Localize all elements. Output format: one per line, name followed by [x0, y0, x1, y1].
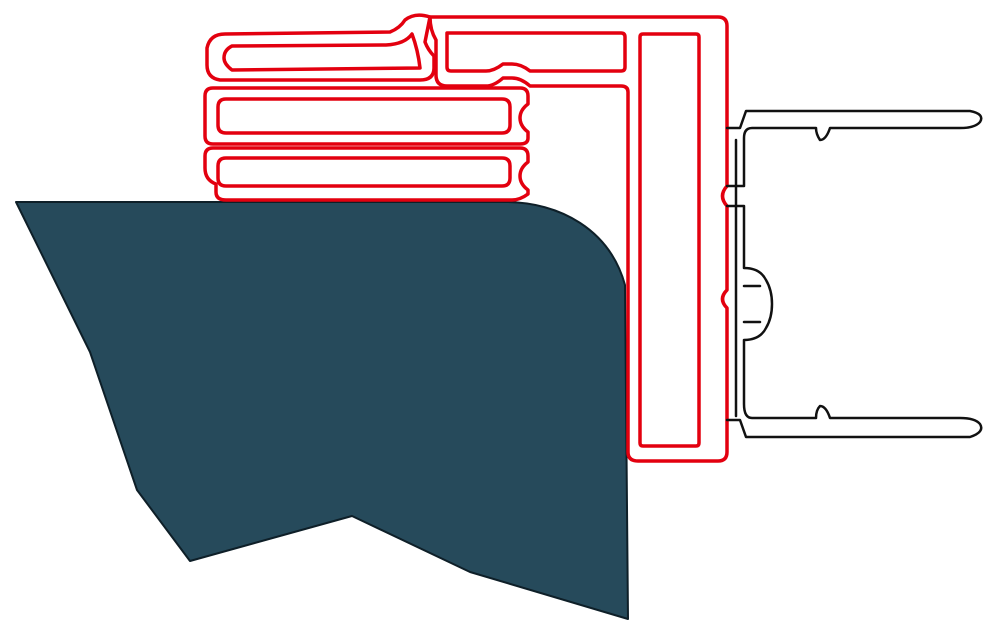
- seal-lower-fin-slot: [216, 156, 512, 188]
- wall-channel-profile: [725, 109, 983, 439]
- seal-middle-fin: [203, 86, 530, 146]
- seal-outer-frame: [428, 15, 729, 463]
- seal-profile: [203, 13, 729, 463]
- seal-upper-flap: [205, 13, 436, 82]
- wall-channel-clip: [742, 284, 762, 324]
- panel-section: [15, 201, 629, 620]
- wall-channel-outer: [725, 109, 983, 439]
- seal-upper-flap-inner: [222, 32, 422, 72]
- seal-top-chamber: [445, 31, 627, 73]
- seal-middle-fin-slot: [216, 97, 512, 135]
- seal-vertical-chamber: [638, 32, 701, 448]
- seal-lower-fin: [203, 146, 530, 202]
